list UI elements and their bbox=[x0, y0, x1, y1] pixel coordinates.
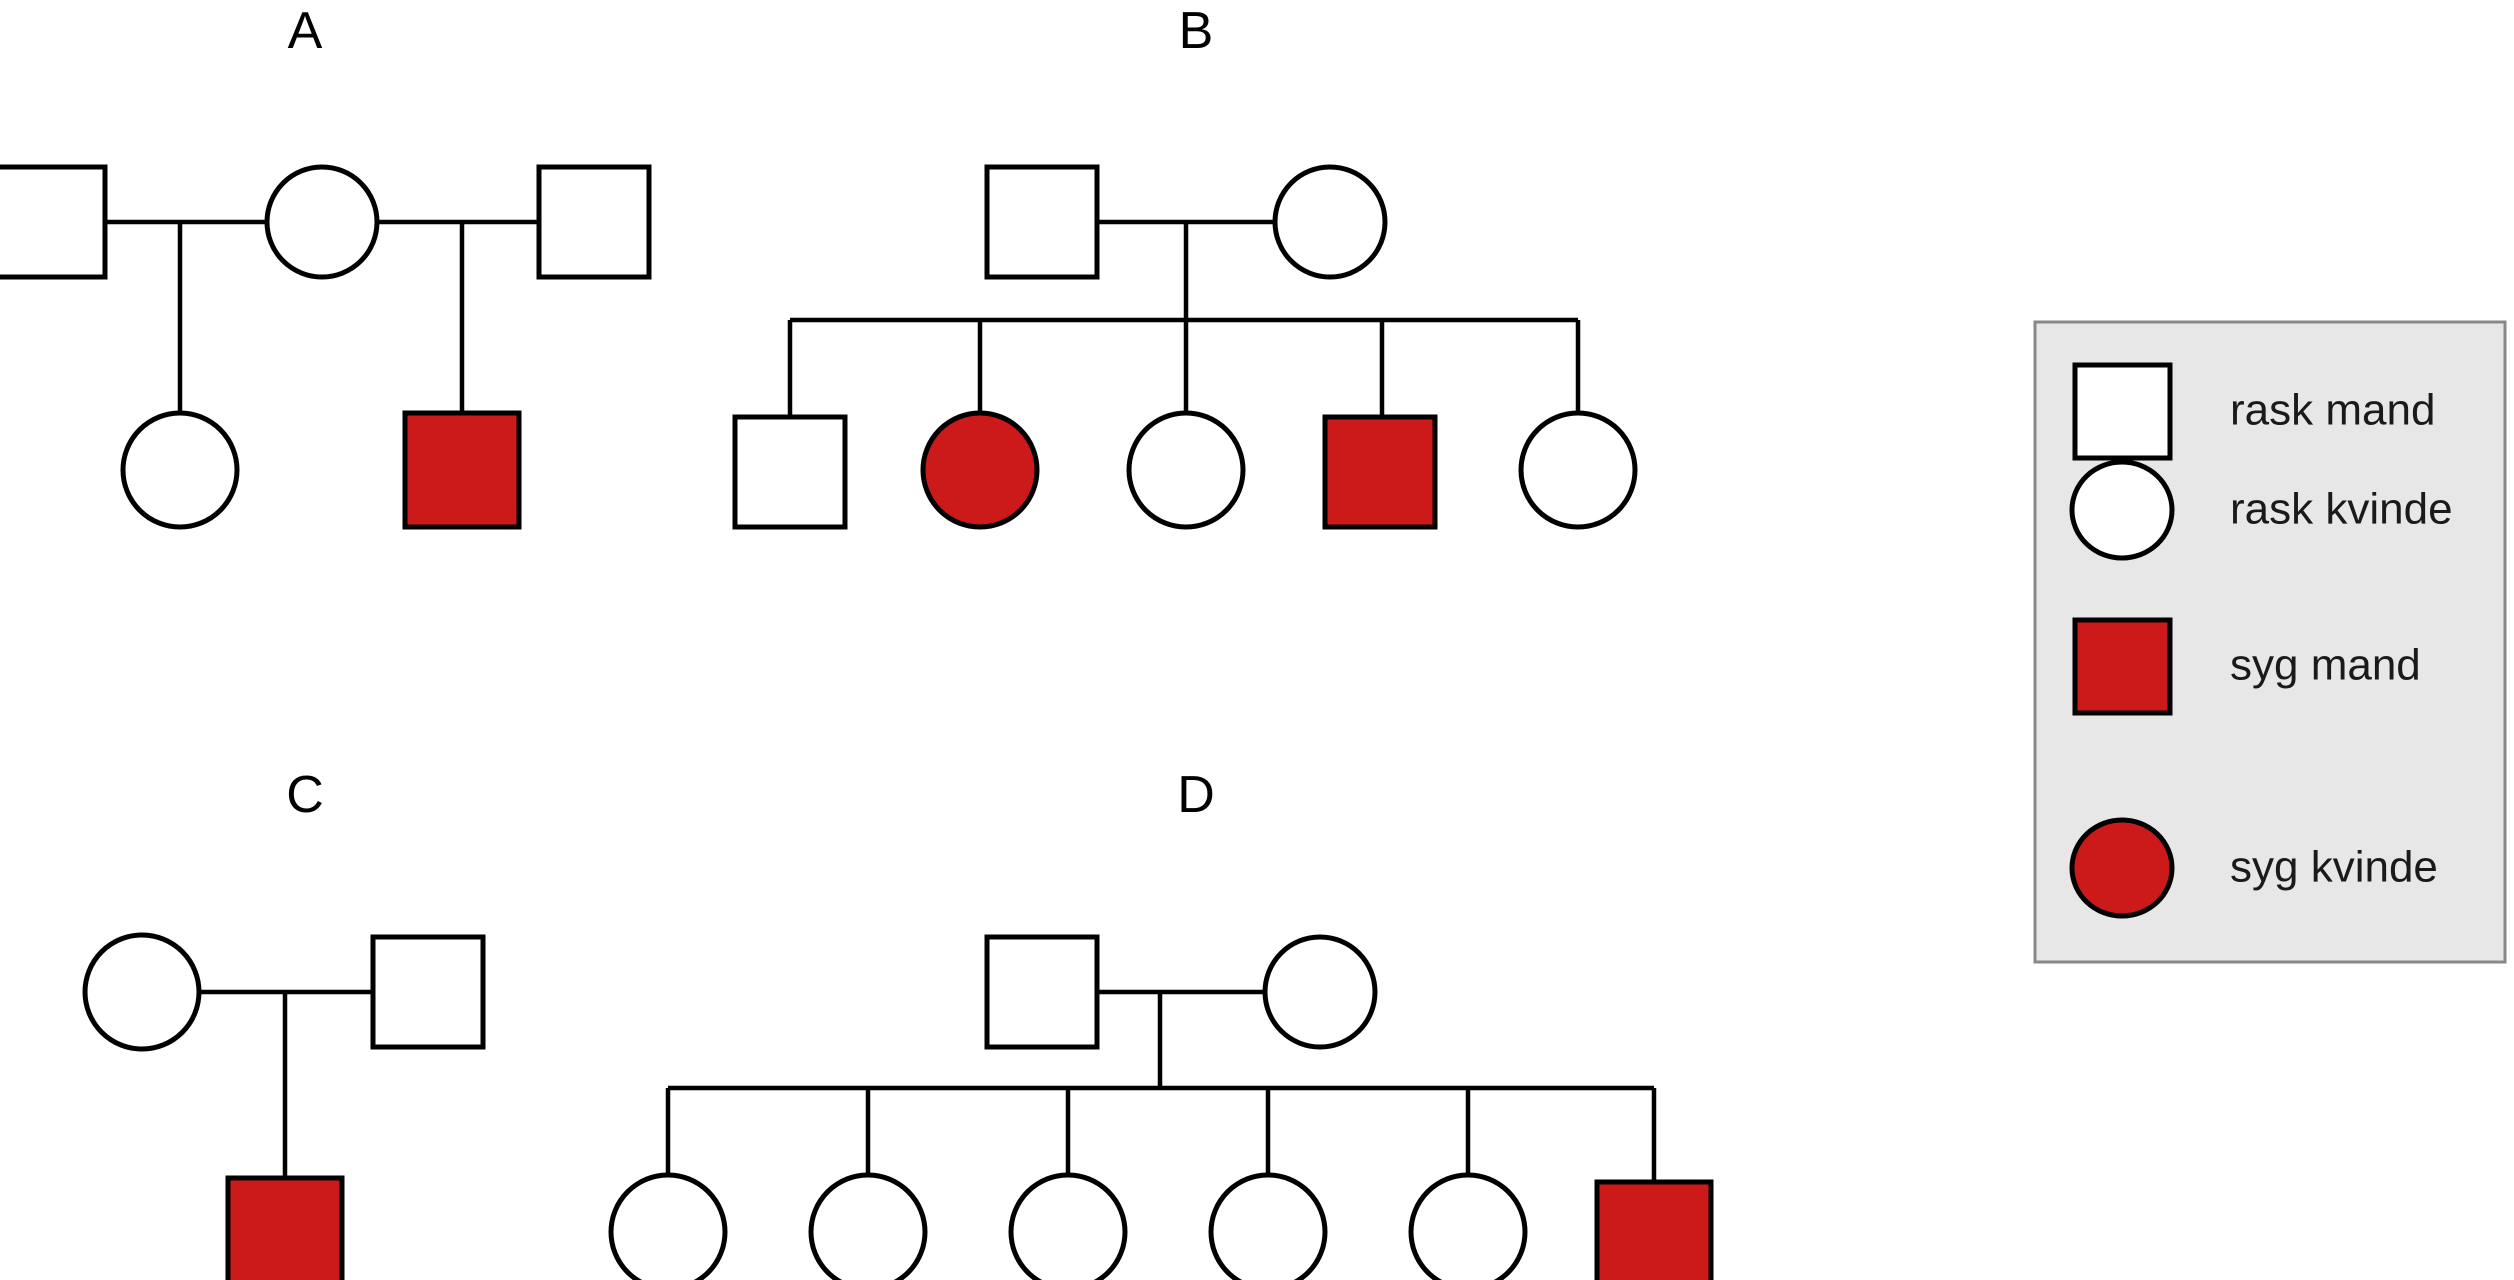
panel-label-a: A bbox=[288, 2, 323, 60]
panel-d: D bbox=[608, 766, 1714, 1280]
individual-d-i-1-unaffected-male[interactable] bbox=[984, 934, 1100, 1050]
individual-c-ii-1-affected-male[interactable] bbox=[225, 1175, 345, 1280]
individual-d-ii-4-unaffected-female[interactable] bbox=[1208, 1172, 1328, 1280]
individual-b-ii-2-affected-female[interactable] bbox=[920, 410, 1040, 530]
individual-a-i-2-unaffected-female[interactable] bbox=[264, 164, 380, 280]
individual-a-ii-1-unaffected-female[interactable] bbox=[120, 410, 240, 530]
legend-label-rask-mand: rask mand bbox=[2230, 386, 2435, 435]
individual-b-ii-1-unaffected-male[interactable] bbox=[732, 414, 848, 530]
individual-d-i-2-unaffected-female[interactable] bbox=[1262, 934, 1378, 1050]
individual-c-i-1-unaffected-female[interactable] bbox=[82, 932, 202, 1052]
individual-a-ii-2-affected-male[interactable] bbox=[402, 410, 522, 530]
panel-label-d: D bbox=[1177, 766, 1215, 824]
individual-b-i-2-unaffected-female[interactable] bbox=[1272, 164, 1388, 280]
unaffected-male-square-icon bbox=[2072, 362, 2173, 461]
individual-b-ii-3-unaffected-female[interactable] bbox=[1126, 410, 1246, 530]
panel-c: C bbox=[82, 766, 486, 1280]
individual-b-ii-5-unaffected-female[interactable] bbox=[1518, 410, 1638, 530]
legend-item-rask-mand[interactable]: rask mand bbox=[2072, 362, 2435, 461]
individual-a-i-1-unaffected-male[interactable] bbox=[0, 164, 108, 280]
individual-d-ii-1-unaffected-female[interactable] bbox=[608, 1172, 728, 1280]
legend-item-rask-kvinde[interactable]: rask kvinde bbox=[2069, 459, 2453, 561]
legend-label-syg-kvinde: syg kvinde bbox=[2230, 843, 2438, 892]
legend-item-syg-mand[interactable]: syg mand bbox=[2072, 617, 2421, 716]
legend-item-syg-kvinde[interactable]: syg kvinde bbox=[2069, 817, 2438, 919]
unaffected-female-circle-icon bbox=[2069, 459, 2175, 561]
individual-d-ii-6-affected-male[interactable] bbox=[1594, 1179, 1714, 1280]
individual-d-ii-2-unaffected-female[interactable] bbox=[808, 1172, 928, 1280]
individual-b-ii-4-affected-male[interactable] bbox=[1322, 414, 1438, 530]
panel-label-b: B bbox=[1179, 2, 1214, 60]
legend: rask mand rask kvinde syg mand syg kvind… bbox=[2033, 320, 2507, 964]
panel-b: B bbox=[732, 2, 1638, 530]
individual-d-ii-3-unaffected-female[interactable] bbox=[1008, 1172, 1128, 1280]
panel-label-c: C bbox=[286, 766, 324, 824]
legend-label-syg-mand: syg mand bbox=[2230, 641, 2421, 690]
individual-a-i-3-unaffected-male[interactable] bbox=[536, 164, 652, 280]
individual-c-i-2-unaffected-male[interactable] bbox=[370, 934, 486, 1050]
legend-label-rask-kvinde: rask kvinde bbox=[2230, 485, 2453, 534]
affected-male-square-icon bbox=[2072, 617, 2173, 716]
panel-a: A bbox=[0, 2, 652, 530]
individual-b-i-1-unaffected-male[interactable] bbox=[984, 164, 1100, 280]
individual-d-ii-5-unaffected-female[interactable] bbox=[1408, 1172, 1528, 1280]
affected-female-circle-icon bbox=[2069, 817, 2175, 919]
